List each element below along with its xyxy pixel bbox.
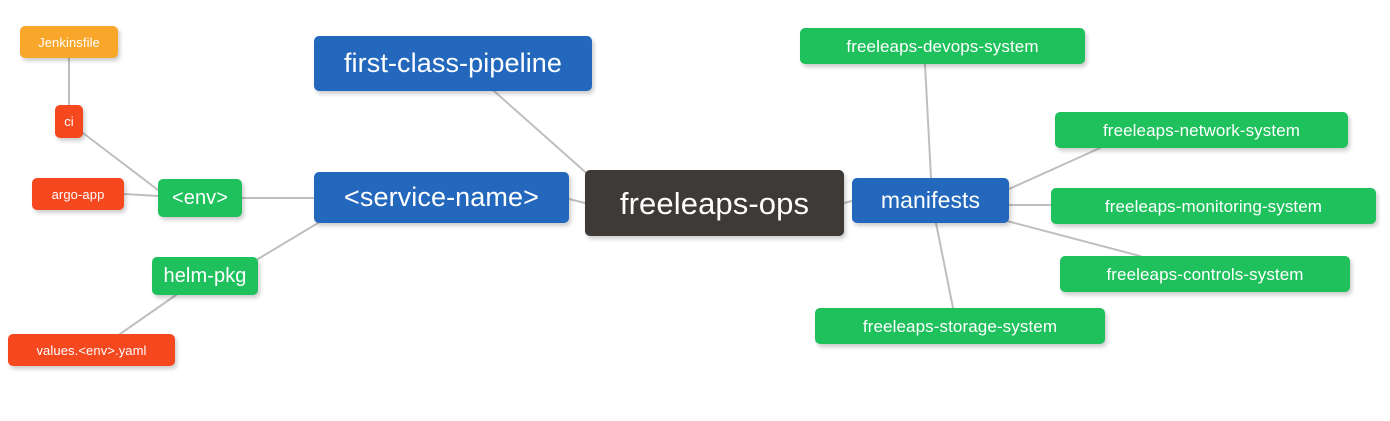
edge-helm-pkg-to-values-env-yaml	[119, 294, 177, 335]
node-Jenkinsfile[interactable]: Jenkinsfile	[20, 26, 118, 58]
node-argo-app[interactable]: argo-app	[32, 178, 124, 210]
node-ci[interactable]: ci	[55, 105, 83, 138]
node-freeleaps-devops-system[interactable]: freeleaps-devops-system	[800, 28, 1085, 64]
edge-freeleaps-ops-to-manifests	[843, 200, 853, 204]
node-service-name[interactable]: <service-name>	[314, 172, 569, 223]
edge-freeleaps-ops-to-service-name	[568, 198, 586, 204]
node-freeleaps-network-system[interactable]: freeleaps-network-system	[1055, 112, 1348, 148]
node-freeleaps-ops[interactable]: freeleaps-ops	[585, 170, 844, 236]
edge-env-to-argo-app	[123, 193, 159, 197]
edge-manifests-to-freeleaps-controls-system	[1006, 220, 1141, 257]
node-freeleaps-controls-system[interactable]: freeleaps-controls-system	[1060, 256, 1350, 292]
edge-freeleaps-ops-to-first-class-pipeline	[493, 90, 593, 179]
edge-service-name-to-helm-pkg	[257, 222, 319, 260]
edge-manifests-to-freeleaps-devops-system	[924, 63, 932, 179]
node-helm-pkg[interactable]: helm-pkg	[152, 257, 258, 295]
node-manifests[interactable]: manifests	[852, 178, 1009, 223]
node-first-class-pipeline[interactable]: first-class-pipeline	[314, 36, 592, 91]
node-freeleaps-monitoring-system[interactable]: freeleaps-monitoring-system	[1051, 188, 1376, 224]
edge-manifests-to-freeleaps-storage-system	[935, 222, 954, 309]
node-values-env-yaml[interactable]: values.<env>.yaml	[8, 334, 175, 366]
edge-manifests-to-freeleaps-network-system	[1008, 147, 1101, 190]
node-freeleaps-storage-system[interactable]: freeleaps-storage-system	[815, 308, 1105, 344]
node-env[interactable]: <env>	[158, 179, 242, 217]
